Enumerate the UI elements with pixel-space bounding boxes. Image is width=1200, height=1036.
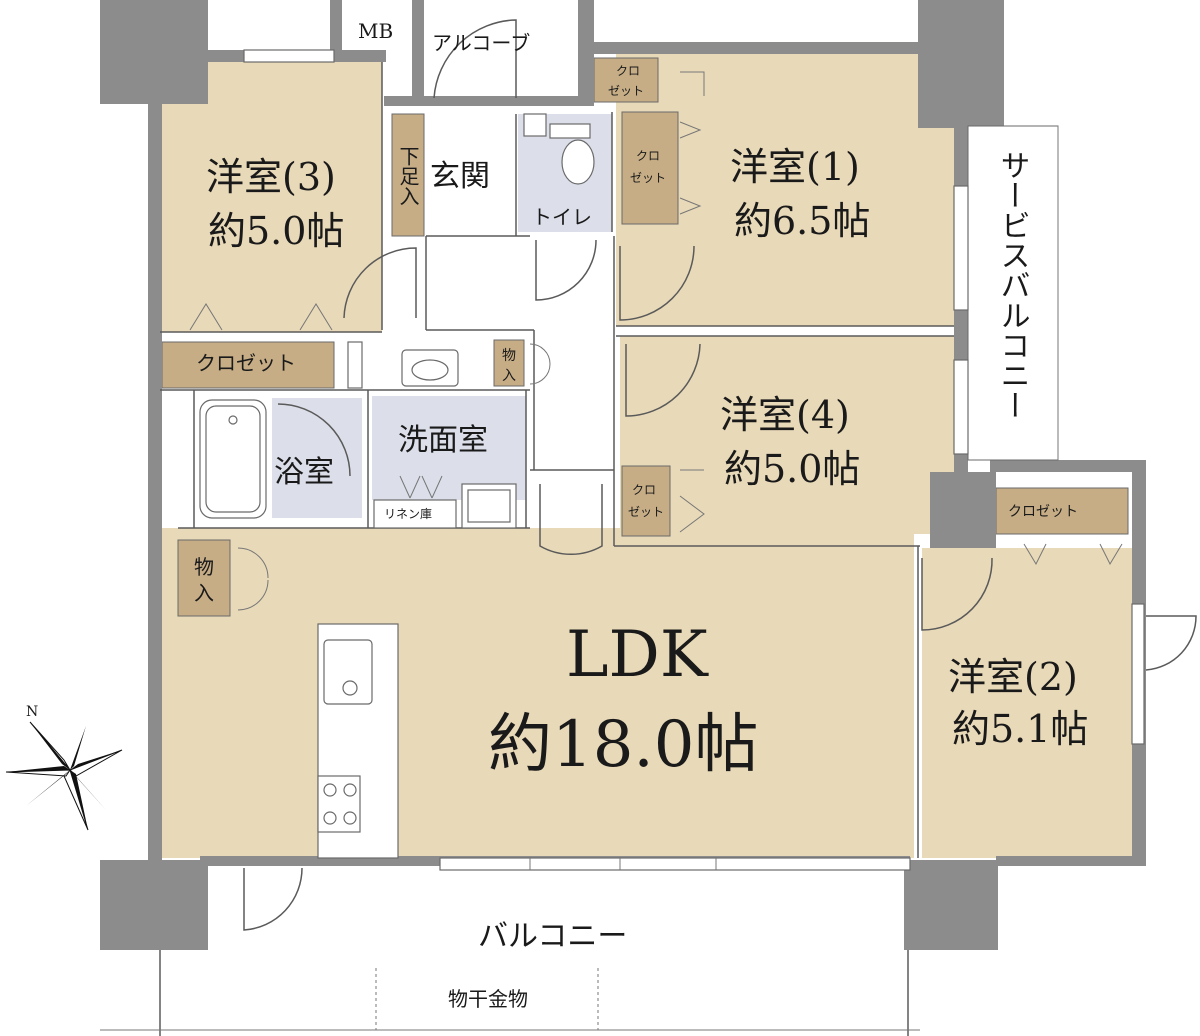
closet-w1a-label-2: ゼット <box>608 84 644 98</box>
closet-w4-label-2: ゼット <box>628 505 664 519</box>
western2-name: 洋室(2) <box>948 655 1078 699</box>
shoe-cabinet-label: 下足入 <box>396 146 420 206</box>
bath-label: 浴室 <box>274 455 334 490</box>
column-se <box>904 860 998 950</box>
closet-w4-label-1: クロ <box>632 483 656 497</box>
stove <box>317 775 361 833</box>
closets <box>161 57 1129 617</box>
wall-east-step <box>990 460 1146 472</box>
partitions <box>160 62 954 858</box>
doors <box>189 19 1197 931</box>
balcony-label: バルコニー <box>478 919 627 954</box>
room-western2 <box>922 548 1134 858</box>
column-mid-e <box>930 472 996 548</box>
closet-western2 <box>995 487 1129 535</box>
western2-size: 約5.1帖 <box>952 707 1088 751</box>
closet-western3 <box>161 341 335 389</box>
closet-western2-label: クロゼット <box>1008 504 1078 520</box>
closet-western3-label: クロゼット <box>196 351 296 375</box>
linen-label: リネン庫 <box>384 507 432 521</box>
closet-w1b-label-1: クロ <box>636 149 660 163</box>
service-balcony <box>967 125 1059 461</box>
storage-lower-label-1: 物 <box>194 555 214 579</box>
kitchen-sink <box>323 639 373 705</box>
storage-upper-label-1: 物 <box>502 348 516 364</box>
windows <box>243 49 1145 871</box>
ldk-size: 約18.0帖 <box>488 708 759 782</box>
room-western3 <box>160 62 382 332</box>
wall-mb-e <box>412 0 424 102</box>
column-nw <box>100 0 208 104</box>
ldk-name: LDK <box>566 618 709 692</box>
service-balcony-label: サービスバルコニー <box>995 150 1030 420</box>
closet-w4 <box>621 465 671 537</box>
linen-cabinet <box>373 499 457 529</box>
storage-upper <box>493 339 525 387</box>
column-sw <box>100 860 208 950</box>
western3-name: 洋室(3) <box>206 155 336 199</box>
room-fills <box>160 54 1134 858</box>
closet-w1-b <box>621 111 679 225</box>
western3-size: 約5.0帖 <box>208 209 344 253</box>
room-entrance <box>426 114 516 236</box>
fixtures <box>199 113 595 859</box>
balconies <box>100 125 1059 1036</box>
room-western4 <box>620 336 954 534</box>
storage-lower-label-2: 入 <box>194 581 214 605</box>
room-washroom <box>372 396 526 500</box>
toilet-fixture <box>549 123 591 139</box>
toilet-label: トイレ <box>532 205 592 229</box>
wall-south-w2 <box>996 856 1146 866</box>
room-ldk-west <box>160 620 320 858</box>
wall-mb-w <box>330 0 342 52</box>
western1-name: 洋室(1) <box>730 145 860 189</box>
alcove-label: アルコーブ <box>432 31 530 55</box>
wall-alcove-s <box>384 96 594 106</box>
western4-size: 約5.0帖 <box>724 447 860 491</box>
hall <box>530 236 614 472</box>
washroom-label: 洗面室 <box>398 423 488 458</box>
storage-lower <box>177 539 231 617</box>
wall-west <box>148 100 162 862</box>
mb-label: MB <box>358 19 393 43</box>
room-bath <box>272 398 362 518</box>
closet-w1a-label-1: クロ <box>616 64 640 78</box>
closet-w1b-label-2: ゼット <box>630 171 666 185</box>
labels: 洋室(3) 約5.0帖 洋室(1) 約6.5帖 洋室(4) 約5.0帖 洋室(2… <box>26 19 1088 1011</box>
entrance-label: 玄関 <box>430 159 490 194</box>
drying-hardware-label: 物干金物 <box>448 987 528 1011</box>
western4-name: 洋室(4) <box>720 393 850 437</box>
wall-north-w1 <box>590 42 920 54</box>
storage-upper-label-2: 入 <box>502 368 516 384</box>
wall-alcove-e <box>578 0 594 102</box>
shoe-cabinet <box>391 113 425 237</box>
column-ne <box>918 0 1004 128</box>
compass-icon <box>5 721 123 831</box>
north-label: N <box>26 704 38 720</box>
western1-size: 約6.5帖 <box>734 199 870 243</box>
